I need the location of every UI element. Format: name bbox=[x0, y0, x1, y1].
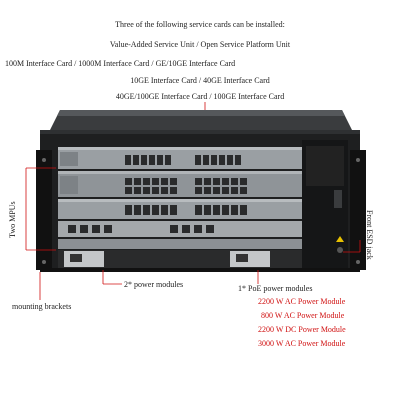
card-option-2: 100M Interface Card / 1000M Interface Ca… bbox=[5, 59, 236, 68]
power-module-option-3: 2200 W DC Power Module bbox=[258, 325, 346, 334]
poe-power-modules-label: 1* PoE power modules bbox=[238, 284, 313, 293]
mpu-card-1 bbox=[58, 221, 302, 237]
power-module-option-1: 2200 W AC Power Module bbox=[258, 297, 346, 306]
two-mpus-label: Two MPUs bbox=[8, 201, 17, 238]
esd-jack bbox=[337, 247, 343, 253]
power-module-option-4: 3000 W AC Power Module bbox=[258, 339, 346, 348]
mpu-card-2 bbox=[58, 239, 302, 249]
left-mounting-bracket bbox=[36, 150, 52, 270]
right-mounting-bracket bbox=[350, 150, 366, 270]
mounting-brackets-label: mounting brackets bbox=[12, 302, 72, 311]
mpu-1-ports bbox=[68, 225, 214, 233]
ports-slot-3 bbox=[125, 205, 247, 215]
two-power-modules-label: 2* power modules bbox=[124, 280, 184, 289]
intro-text: Three of the following service cards can… bbox=[115, 20, 285, 29]
esd-warning-icon bbox=[336, 236, 344, 242]
card-option-4: 40GE/100GE Interface Card / 100GE Interf… bbox=[115, 92, 285, 101]
card-option-1: Value-Added Service Unit / Open Service … bbox=[109, 40, 291, 49]
rj45-ports-slot-2 bbox=[125, 178, 247, 194]
service-card-slot-2 bbox=[58, 171, 302, 197]
front-esd-jack-label: Front ESD jack bbox=[365, 210, 374, 260]
card-option-3: 10GE Interface Card / 40GE Interface Car… bbox=[130, 76, 270, 85]
power-module-option-2: 800 W AC Power Module bbox=[261, 311, 345, 320]
service-card-slot-1 bbox=[58, 147, 302, 169]
sfp-ports-slot-1 bbox=[125, 155, 241, 165]
